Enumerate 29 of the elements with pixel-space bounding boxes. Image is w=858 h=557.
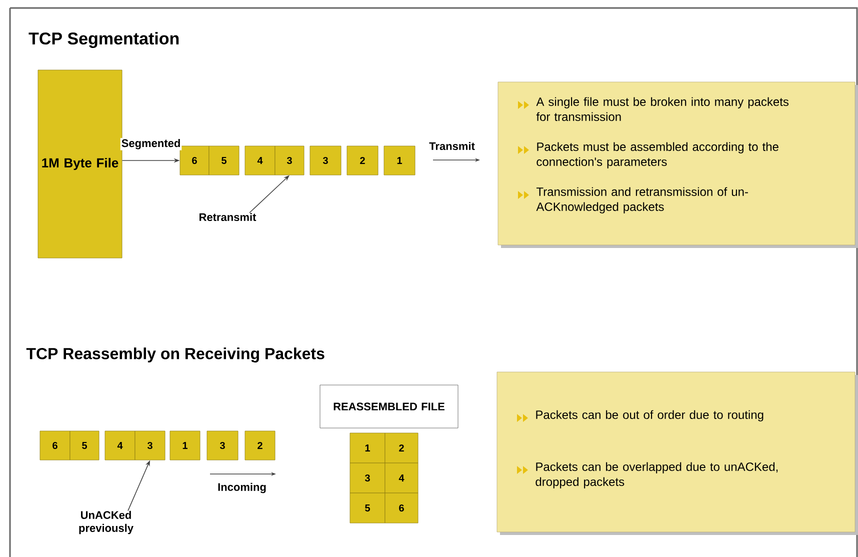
packet-box: 2 [384, 432, 418, 464]
packet-box: 1 [384, 146, 416, 176]
packet-box: 4 [104, 430, 136, 460]
packet-box: 3 [206, 430, 238, 460]
packet-box: 3 [350, 462, 386, 494]
packet-box: 1 [170, 430, 200, 460]
packet-box: 3 [134, 430, 166, 460]
packet-box: 3 [310, 146, 342, 176]
packet-box: 6 [40, 430, 70, 460]
packet-box: 6 [384, 492, 418, 524]
file-block: 1M Byte File [38, 70, 122, 258]
packet-box: 1 [350, 432, 386, 464]
packet-box: 3 [274, 146, 304, 176]
heading: TCP Segmentation [28, 32, 179, 48]
edge-label: Segmented [120, 138, 182, 150]
file-label-box: REASSEMBLED FILE [320, 384, 458, 428]
direction-label: Incoming [218, 482, 266, 494]
packet-box: 2 [346, 146, 378, 176]
annotation-text: Retransmit [200, 212, 256, 222]
packet-box: 4 [244, 146, 276, 176]
direction-label: Transmit [429, 142, 475, 150]
packet-box: 5 [350, 492, 386, 524]
packet-box: 5 [70, 430, 100, 460]
packet-box: 5 [208, 146, 240, 176]
heading: TCP Reassembly on Receiving Packets [26, 348, 324, 362]
packet-box: 2 [244, 430, 276, 460]
packet-box: 4 [384, 462, 418, 494]
packet-box: 6 [180, 146, 210, 176]
annotation-text: UnACKed previously [79, 510, 134, 534]
